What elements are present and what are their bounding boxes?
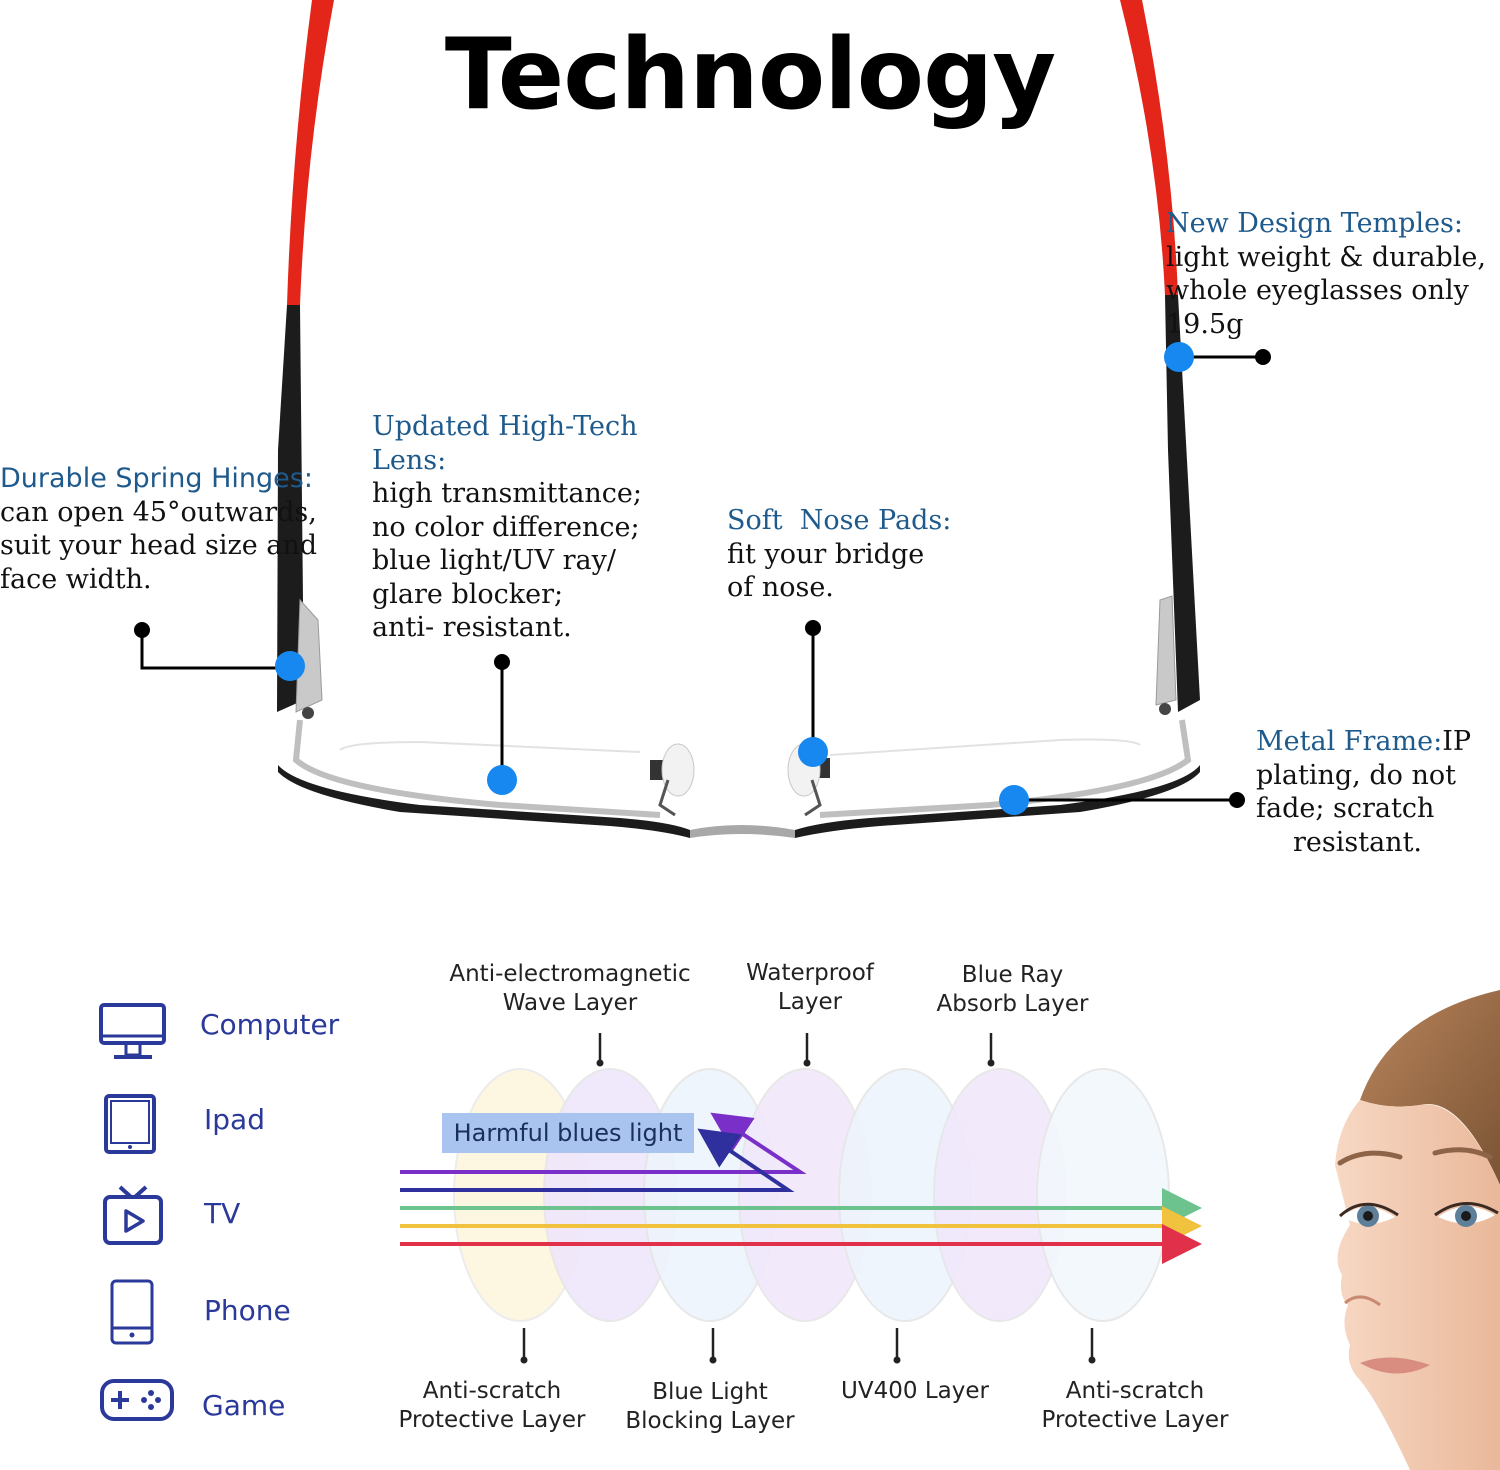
tablet-icon [104, 1094, 156, 1154]
layer-label-line: Blue Ray [961, 962, 1064, 988]
feature-frame-head-tail: IP [1442, 726, 1472, 757]
feature-lens-line: blue light/UV ray/ [372, 545, 616, 576]
feature-temples-head: New Design Temples: [1166, 208, 1464, 239]
bridge [690, 825, 795, 838]
feature-frame-line: plating, do not [1256, 759, 1456, 791]
feature-frame-line: fade; scratch [1256, 793, 1435, 824]
layer-label-bottom: Anti-scratch Protective Layer [392, 1377, 592, 1435]
callout-lines [140, 355, 1263, 802]
feature-frame: Metal Frame:IP plating, do not fade; scr… [1256, 725, 1471, 859]
layer-label-line: Absorb Layer [936, 991, 1089, 1017]
callout-dot-frame [999, 785, 1029, 815]
feature-lens-line: no color difference; [372, 511, 640, 543]
feature-hinges-line: can open 45°outwards, [0, 496, 317, 528]
device-game: Game [98, 1373, 398, 1443]
feature-frame-line: resistant. [1293, 826, 1423, 858]
layer-label-bottom: UV400 Layer [835, 1377, 995, 1406]
face [1335, 1100, 1500, 1470]
right-temple-black [1165, 295, 1200, 712]
layer-label-top: Anti-electromagnetic Wave Layer [440, 960, 700, 1018]
feature-temples-line: 19.5g [1166, 308, 1244, 340]
feature-lens: Updated High-Tech Lens: high transmittan… [372, 410, 642, 645]
layer-label-line: Protective Layer [1041, 1407, 1229, 1433]
layer-label-bottom: Anti-scratch Protective Layer [1035, 1377, 1235, 1435]
device-ipad: Ipad [98, 1093, 398, 1163]
eye-right [1434, 1202, 1499, 1227]
device-label: TV [204, 1197, 241, 1230]
layer-label-line: Anti-electromagnetic [449, 961, 691, 987]
feature-hinges-line: suit your head size and [0, 530, 318, 561]
layer-label-top: Blue Ray Absorb Layer [920, 961, 1105, 1019]
feature-hinges-line: face width. [0, 563, 152, 595]
feature-temples-line: whole eyeglasses only [1166, 275, 1469, 306]
device-label: Game [202, 1389, 286, 1422]
feature-lens-line: anti- resistant. [372, 612, 572, 643]
feature-temples-line: light weight & durable, [1166, 241, 1486, 273]
layer-label-bottom: Blue Light Blocking Layer [615, 1378, 805, 1436]
layer-label-top: Waterproof Layer [730, 959, 890, 1017]
callout-dot-nose [798, 737, 828, 767]
feature-temples: New Design Temples: light weight & durab… [1166, 207, 1486, 341]
feature-lens-head: Lens: [372, 444, 447, 476]
frame-right [795, 712, 1200, 838]
feature-frame-head: Metal Frame: [1256, 726, 1443, 757]
gamepad-icon [100, 1379, 174, 1421]
layer-label-line: Protective Layer [398, 1407, 586, 1433]
layer-label-line: Blue Light [652, 1379, 768, 1405]
left-temple-red [287, 0, 334, 305]
phone-icon [110, 1279, 154, 1345]
feature-nose: Soft Nose Pads: fit your bridge of nose. [727, 504, 951, 605]
layer-label-line: Layer [777, 989, 843, 1015]
ray-indigo [400, 1128, 795, 1192]
feature-nose-line: of nose. [727, 572, 834, 603]
page-title: Technology [444, 18, 1056, 132]
layer-label-line: Wave Layer [502, 990, 638, 1016]
lens-layers-diagram [400, 1033, 1202, 1364]
device-label: Computer [200, 1008, 340, 1041]
device-label: Phone [204, 1294, 291, 1327]
eye-left [1338, 1202, 1399, 1227]
layer-label-line: Waterproof [746, 960, 874, 986]
layer-disc [1036, 1068, 1170, 1322]
hair [1360, 990, 1500, 1185]
callout-dot-lens [487, 765, 517, 795]
device-label: Ipad [204, 1103, 265, 1136]
layer-label-line: UV400 Layer [841, 1378, 989, 1404]
feature-hinges: Durable Spring Hinges: can open 45°outwa… [0, 462, 317, 596]
feature-nose-head: Soft Nose Pads: [727, 505, 952, 536]
harmful-blue-light-label: Harmful blues light [442, 1113, 694, 1153]
feature-lens-head: Updated High-Tech [372, 411, 638, 442]
feature-lens-line: high transmittance; [372, 478, 642, 509]
frame-left [278, 712, 690, 838]
woman-face-illustration [1335, 990, 1500, 1470]
callout-dot-hinge [275, 651, 305, 681]
tv-icon [103, 1185, 163, 1245]
glasses-illustration [134, 0, 1271, 838]
layer-label-line: Blocking Layer [625, 1408, 795, 1434]
callout-dot-temple [1164, 342, 1194, 372]
nose-pad-left [650, 743, 695, 817]
feature-hinges-head: Durable Spring Hinges: [0, 463, 313, 494]
right-temple-red [1120, 0, 1178, 295]
feature-lens-line: glare blocker; [372, 578, 564, 610]
device-tv: TV [98, 1183, 398, 1253]
layer-label-line: Anti-scratch [1065, 1378, 1205, 1404]
lips [1360, 1357, 1430, 1374]
feature-nose-line: fit your bridge [727, 538, 925, 570]
device-phone: Phone [98, 1278, 398, 1348]
device-computer: Computer [98, 1002, 398, 1072]
ray-violet [400, 1112, 807, 1174]
monitor-icon [99, 1003, 166, 1059]
layer-label-line: Anti-scratch [422, 1378, 562, 1404]
left-temple-black [277, 305, 304, 712]
